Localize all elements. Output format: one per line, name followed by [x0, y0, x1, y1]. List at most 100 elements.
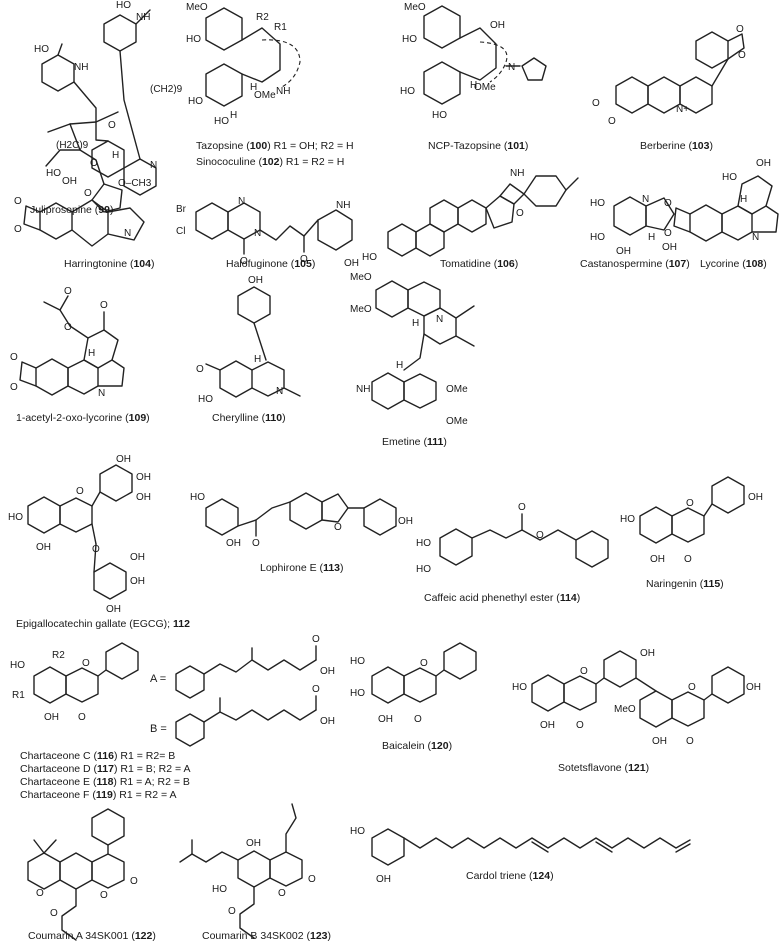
svg-text:O: O [738, 50, 746, 61]
svg-text:HO: HO [350, 688, 365, 699]
caption-116: Chartaceone C (116) R1 = R2= B [20, 750, 176, 762]
svg-text:O: O [518, 502, 526, 513]
caption-115: Naringenin (115) [646, 578, 724, 590]
svg-text:O: O [664, 198, 672, 209]
svg-text:HO: HO [214, 116, 229, 127]
svg-text:NH: NH [356, 384, 370, 395]
svg-text:N: N [276, 386, 283, 397]
svg-text:O: O [50, 908, 58, 919]
caption-114: Caffeic acid phenethyl ester (114) [424, 592, 581, 604]
svg-text:H: H [648, 232, 655, 243]
caption-104: Harringtonine (104) [64, 258, 155, 270]
caption-121: Sotetsflavone (121) [558, 762, 650, 774]
svg-text:N: N [98, 388, 105, 399]
svg-text:O: O [592, 98, 600, 109]
svg-text:HO: HO [362, 252, 377, 263]
svg-text:HO: HO [590, 232, 605, 243]
svg-text:OH: OH [320, 716, 335, 727]
svg-text:HO: HO [212, 884, 227, 895]
substituent-b: B = O OH [150, 684, 335, 747]
caption-122: Coumarin A 34SK001 (122) [28, 930, 156, 942]
svg-text:N: N [124, 228, 131, 239]
svg-text:O: O [516, 208, 524, 219]
svg-text:H: H [470, 80, 477, 91]
svg-text:Br: Br [176, 204, 187, 215]
svg-text:O: O [608, 116, 616, 127]
svg-text:NH: NH [276, 86, 290, 97]
svg-text:NH: NH [510, 168, 524, 179]
structure-baicalein: HO HO OH O O [350, 642, 477, 725]
svg-text:NH: NH [74, 62, 88, 73]
svg-text:O: O [308, 874, 316, 885]
structure-coumarin-a: O O O O [27, 808, 138, 941]
svg-text:O: O [688, 682, 696, 693]
svg-text:Cl: Cl [176, 226, 185, 237]
svg-text:OH: OH [320, 666, 335, 677]
svg-text:HO: HO [116, 0, 131, 11]
svg-text:HO: HO [350, 826, 365, 837]
svg-text:MeO: MeO [186, 2, 208, 13]
svg-text:HO: HO [590, 198, 605, 209]
svg-text:OMe: OMe [446, 416, 468, 427]
svg-text:R1: R1 [12, 690, 25, 701]
caption-117: Chartaceone D (117) R1 = B; R2 = A [20, 763, 191, 775]
svg-text:OH: OH [248, 275, 263, 286]
svg-text:O: O [664, 228, 672, 239]
svg-text:O: O [10, 382, 18, 393]
svg-text:O: O [90, 158, 98, 169]
svg-text:A =: A = [150, 673, 166, 685]
svg-text:OH: OH [130, 576, 145, 587]
svg-text:O: O [334, 522, 342, 533]
svg-text:OH: OH [378, 714, 393, 725]
svg-text:O: O [100, 890, 108, 901]
svg-text:HO: HO [198, 394, 213, 405]
structure-chartaceone: HO R2 R1 OH O O [10, 642, 139, 723]
svg-text:O: O [82, 658, 90, 669]
svg-text:HO: HO [416, 538, 431, 549]
svg-text:O: O [84, 188, 92, 199]
svg-text:OH: OH [136, 472, 151, 483]
svg-text:HO: HO [416, 564, 431, 575]
svg-text:H: H [412, 318, 419, 329]
svg-text:N: N [254, 228, 261, 239]
substituent-a: A = O OH [150, 634, 335, 699]
svg-text:OMe: OMe [446, 384, 468, 395]
svg-text:(H2C)9: (H2C)9 [56, 140, 89, 151]
svg-text:O: O [108, 120, 116, 131]
svg-text:H: H [254, 354, 261, 365]
svg-text:R1: R1 [274, 22, 287, 33]
svg-text:OMe: OMe [254, 90, 276, 101]
caption-99: Juliprosopine (99) [30, 204, 114, 216]
svg-text:MeO: MeO [404, 2, 426, 13]
svg-text:O: O [312, 684, 320, 695]
svg-text:O: O [414, 714, 422, 725]
caption-124: Cardol triene (124) [466, 870, 554, 882]
svg-text:HO: HO [620, 514, 635, 525]
svg-text:OH: OH [640, 648, 655, 659]
structure-tomatidine: HO O NH [362, 168, 579, 263]
svg-text:O: O [100, 300, 108, 311]
svg-text:MeO: MeO [614, 704, 636, 715]
structure-ncp-tazopsine: MeO HO OH N OMe HO HO H [400, 2, 547, 121]
svg-text:H: H [250, 82, 257, 93]
svg-text:O: O [36, 888, 44, 899]
svg-text:OH: OH [344, 258, 359, 269]
svg-text:OH: OH [490, 20, 505, 31]
svg-text:HO: HO [186, 34, 201, 45]
svg-text:OH: OH [36, 542, 51, 553]
caption-105: Halofuginone (105) [226, 258, 316, 270]
svg-text:R2: R2 [52, 650, 65, 661]
svg-text:OH: OH [756, 158, 771, 169]
svg-text:OH: OH [246, 838, 261, 849]
structure-tazopsine: MeO HO R2 R1 NH OMe HO HO H H [186, 2, 301, 127]
caption-108: Lycorine (108) [700, 258, 767, 270]
caption-123: Coumarin B 34SK002 (123) [202, 930, 332, 942]
caption-101: NCP-Tazopsine (101) [428, 140, 529, 152]
structure-cardol-triene: HO OH [350, 826, 691, 885]
svg-text:OMe: OMe [474, 82, 496, 93]
caption-109: 1-acetyl-2-oxo-lycorine (109) [16, 412, 150, 424]
svg-text:HO: HO [722, 172, 737, 183]
svg-text:HO: HO [190, 492, 205, 503]
svg-text:HO: HO [188, 96, 203, 107]
svg-text:HO: HO [400, 86, 415, 97]
